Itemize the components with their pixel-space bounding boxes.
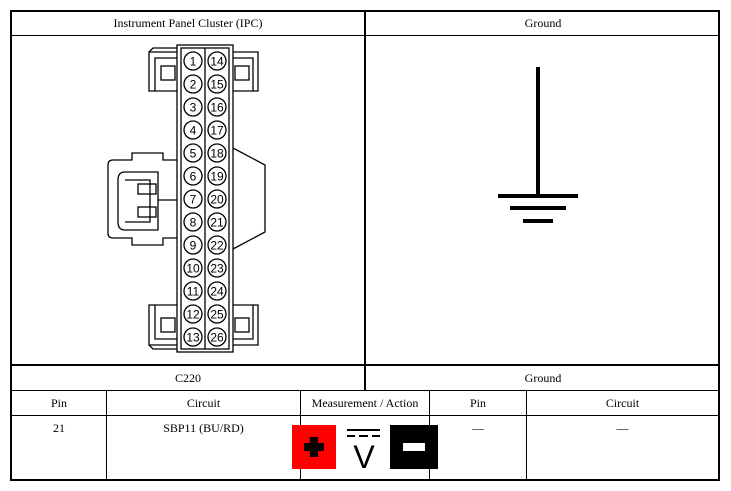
pin-circle bbox=[183, 74, 203, 94]
connector-title: Instrument Panel Cluster (IPC) bbox=[113, 16, 263, 30]
divider bbox=[10, 415, 720, 416]
pin-circle bbox=[183, 235, 203, 255]
pin-circle bbox=[183, 51, 203, 71]
ground-symbol-icon bbox=[498, 67, 578, 223]
pin-label: 14 bbox=[210, 55, 224, 69]
connector-id: C220 bbox=[174, 371, 201, 385]
pin-label: 9 bbox=[190, 239, 197, 253]
pin-label: 23 bbox=[210, 262, 224, 276]
pin-circle bbox=[207, 51, 227, 71]
pin-label: 17 bbox=[210, 124, 224, 138]
pin-label: 26 bbox=[210, 331, 224, 345]
divider bbox=[526, 390, 527, 481]
pin-label: 22 bbox=[210, 239, 224, 253]
pin-label: 10 bbox=[186, 262, 200, 276]
pin-circle bbox=[183, 258, 203, 278]
pin-circle bbox=[207, 143, 227, 163]
pin-circle bbox=[207, 74, 227, 94]
pin-label: 13 bbox=[186, 331, 200, 345]
pin-circle bbox=[207, 258, 227, 278]
pin-circle bbox=[183, 97, 203, 117]
row-pin-2: — bbox=[472, 421, 484, 435]
pin-label: 2 bbox=[190, 78, 197, 92]
divider bbox=[10, 364, 720, 366]
divider bbox=[364, 10, 366, 391]
divider bbox=[106, 390, 107, 481]
minus-icon bbox=[390, 425, 438, 469]
header-measurement: Measurement / Action bbox=[311, 396, 419, 410]
pin-circle bbox=[207, 304, 227, 324]
dc-voltage-icon: V bbox=[347, 429, 380, 470]
pin-label: 16 bbox=[210, 101, 224, 115]
ground-label: Ground bbox=[524, 371, 562, 385]
meter-probes: V bbox=[292, 425, 438, 470]
pin-label: 4 bbox=[190, 124, 197, 138]
row-pin: 21 bbox=[53, 421, 65, 435]
pin-circle bbox=[183, 120, 203, 140]
pin-circle bbox=[207, 166, 227, 186]
pin-label: 11 bbox=[187, 285, 200, 299]
pin-label: 3 bbox=[190, 101, 197, 115]
pin-circle bbox=[183, 327, 203, 347]
pin-circle bbox=[183, 281, 203, 301]
pin-label: 8 bbox=[190, 216, 197, 230]
header-pin: Pin bbox=[50, 396, 67, 410]
pin-circle bbox=[207, 97, 227, 117]
pin-circle bbox=[207, 281, 227, 301]
ground-title: Ground bbox=[524, 16, 562, 30]
pin-label: 19 bbox=[210, 170, 224, 184]
row-circuit: SBP11 (BU/RD) bbox=[163, 421, 244, 435]
pin-circle bbox=[183, 143, 203, 163]
meter-mode-label: V bbox=[353, 439, 375, 470]
pin-circle bbox=[183, 212, 203, 232]
pin-label: 7 bbox=[190, 193, 197, 207]
pin-circle bbox=[207, 235, 227, 255]
divider bbox=[10, 35, 720, 36]
pin-circle bbox=[207, 189, 227, 209]
plus-icon bbox=[292, 425, 336, 469]
pin-circle bbox=[183, 304, 203, 324]
pin-label: 5 bbox=[190, 147, 197, 161]
pin-label: 20 bbox=[210, 193, 224, 207]
pin-label: 1 bbox=[190, 55, 197, 69]
header-circuit: Circuit bbox=[186, 396, 221, 410]
pin-circle bbox=[183, 189, 203, 209]
pin-label: 6 bbox=[190, 170, 197, 184]
row-circuit-2: — bbox=[616, 421, 629, 435]
pin-circle bbox=[183, 166, 203, 186]
pin-circle bbox=[207, 327, 227, 347]
pin-label: 18 bbox=[210, 147, 224, 161]
pin-label: 21 bbox=[210, 216, 224, 230]
header-circuit-2: Circuit bbox=[605, 396, 640, 410]
pin-label: 15 bbox=[210, 78, 224, 92]
pin-label: 12 bbox=[186, 308, 200, 322]
pin-circle bbox=[207, 120, 227, 140]
pin-label: 24 bbox=[210, 285, 224, 299]
header-pin-2: Pin bbox=[469, 396, 486, 410]
divider bbox=[10, 390, 720, 391]
pin-label: 25 bbox=[210, 308, 224, 322]
pin-circle bbox=[207, 212, 227, 232]
